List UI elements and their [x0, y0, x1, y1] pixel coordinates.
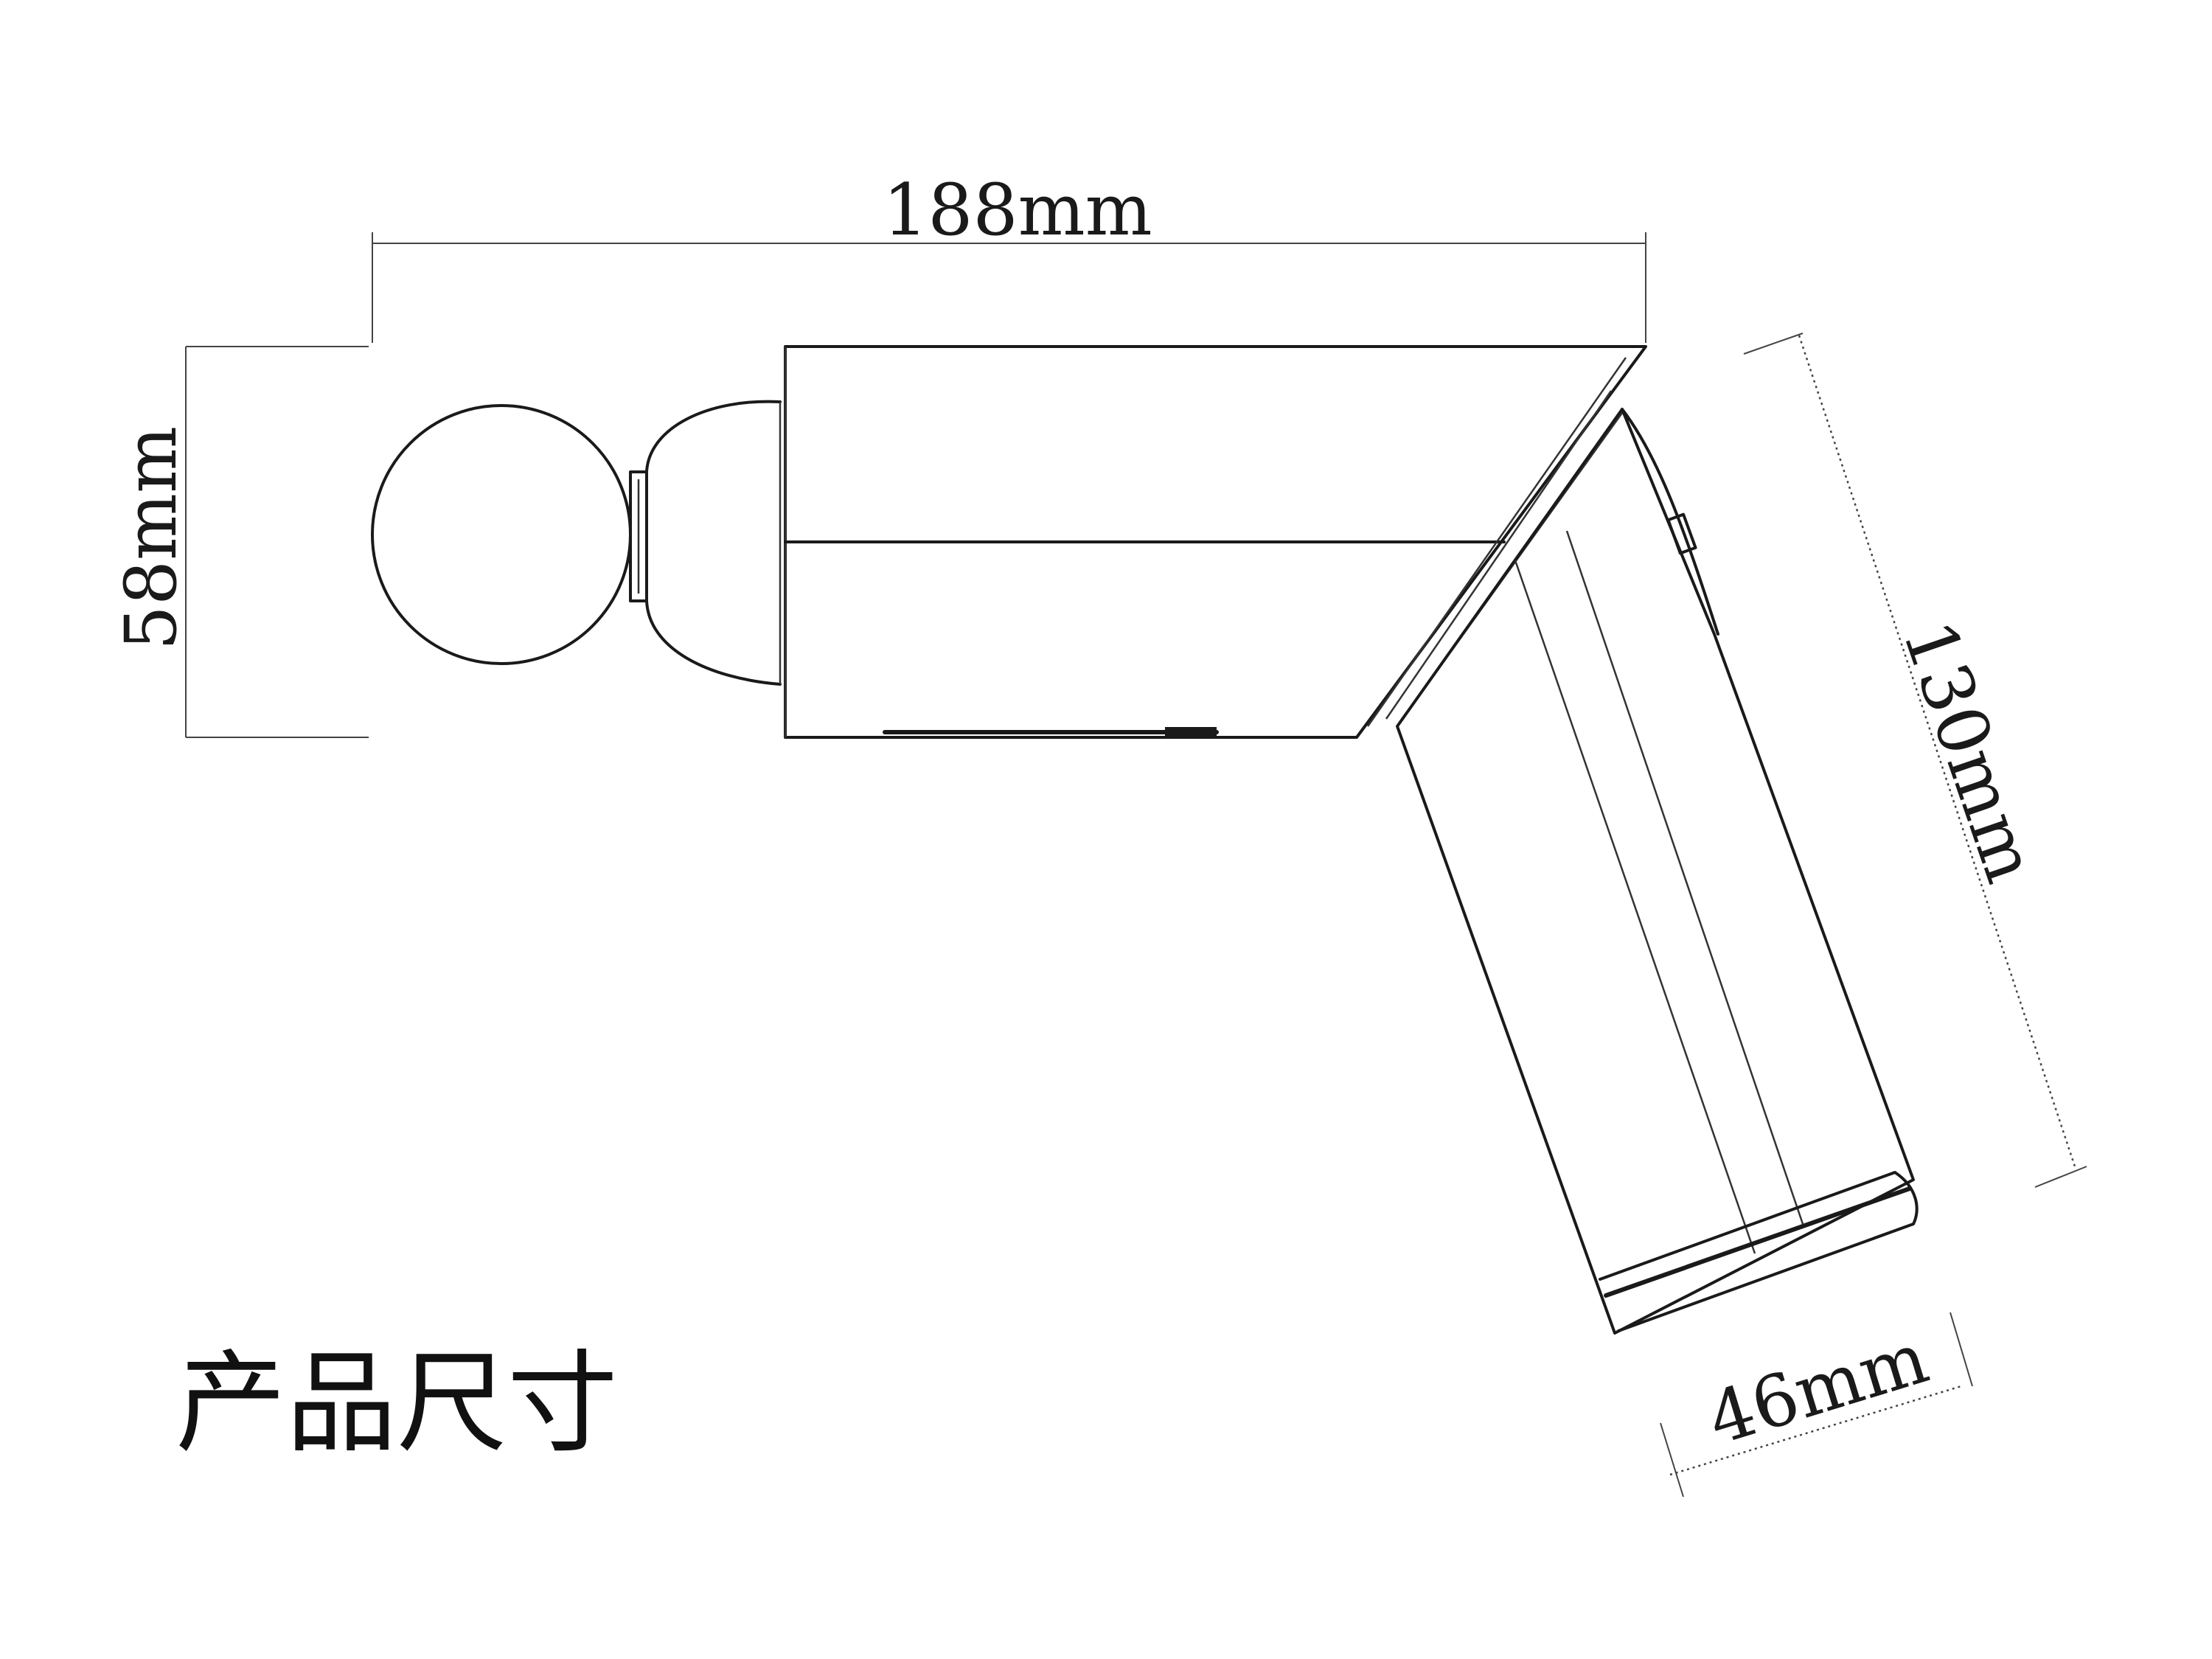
handle-length-label: 130mm: [1887, 611, 2053, 892]
handle-inner-line-2: [1565, 530, 1804, 1225]
handle-back-curve: [1621, 408, 1719, 636]
handle-length-dimension: 130mm: [1743, 333, 2087, 1188]
handle-inner-line-1: [1514, 560, 1756, 1254]
handle-width-dimension: 46mm: [1660, 1312, 1973, 1498]
ball-massage-head: [371, 404, 632, 665]
trigger-button: [1666, 512, 1697, 555]
handle-length-tick-bottom: [2034, 1166, 2087, 1188]
handle-width-label: 46mm: [1699, 1316, 1938, 1461]
length-label: 188mm: [883, 169, 1152, 251]
handle-outline: [1396, 408, 1915, 1335]
handle-width-tick-left: [1660, 1422, 1684, 1498]
handle-width-tick-right: [1950, 1312, 1973, 1387]
height-label: 58mm: [110, 426, 192, 650]
head-connector: [645, 400, 782, 686]
handle-width-dimension-line: [1669, 1385, 1962, 1476]
massage-gun-drawing: [371, 345, 1919, 1335]
length-dimension: 188mm: [372, 169, 1646, 343]
figure-caption: 产品尺寸: [175, 1340, 618, 1468]
handle-length-dimension-line: [1798, 335, 2077, 1169]
handle-bottom-cap: [1599, 1171, 1919, 1332]
bottom-band-detail: [1165, 727, 1217, 736]
joint-bevel-1: [1366, 357, 1627, 727]
height-dimension: 58mm: [110, 346, 369, 738]
handle-bottom-band: [1604, 1186, 1912, 1298]
handle-length-tick-top: [1743, 333, 1804, 355]
joint-bevel-2: [1385, 390, 1613, 720]
